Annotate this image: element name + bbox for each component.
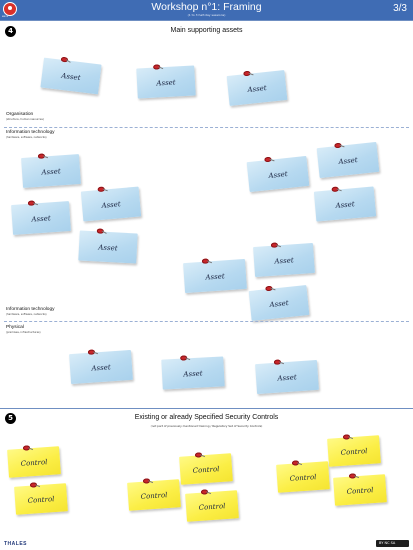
pushpin-icon bbox=[97, 186, 106, 193]
note-label: Asset bbox=[60, 71, 81, 83]
header-bar: EBIOS Workshop n°1: Framing (1 to 3 half… bbox=[0, 0, 413, 20]
control-note[interactable]: Control bbox=[127, 478, 181, 511]
note-label: Control bbox=[340, 447, 368, 458]
page-number: 3/3 bbox=[393, 3, 407, 14]
note-label: Asset bbox=[98, 243, 118, 253]
pushpin-icon bbox=[97, 228, 105, 234]
pushpin-icon bbox=[331, 186, 339, 193]
creative-commons-badge: BY NC SA bbox=[376, 540, 409, 547]
pushpin-icon bbox=[142, 478, 150, 484]
section-title: Existing or already Specified Security C… bbox=[134, 414, 279, 421]
pushpin-icon bbox=[61, 56, 69, 63]
asset-note[interactable]: Asset bbox=[78, 228, 138, 264]
pushpin-icon bbox=[270, 242, 279, 248]
note-label: Control bbox=[198, 502, 226, 513]
asset-note[interactable]: Asset bbox=[255, 359, 319, 395]
group-sublabel: (premises, infrastructures) bbox=[6, 331, 41, 334]
pushpin-icon bbox=[200, 489, 208, 495]
asset-note[interactable]: Asset bbox=[161, 355, 225, 390]
group-divider bbox=[4, 127, 409, 128]
pushpin-icon bbox=[342, 434, 350, 440]
pushpin-icon bbox=[243, 70, 252, 77]
pushpin-icon bbox=[153, 64, 161, 70]
pushpin-icon bbox=[348, 473, 356, 479]
pushpin-icon bbox=[201, 258, 209, 264]
control-note[interactable]: Control bbox=[276, 460, 330, 493]
note-label: Asset bbox=[335, 200, 355, 210]
group-label: Information technology bbox=[6, 307, 55, 312]
asset-note[interactable]: Asset bbox=[248, 285, 310, 321]
note-label: Asset bbox=[41, 167, 61, 177]
pushpin-icon bbox=[38, 153, 46, 159]
group-sublabel: (structure, human resources) bbox=[6, 118, 44, 121]
note-label: Asset bbox=[91, 363, 111, 373]
pushpin-icon bbox=[291, 460, 299, 466]
control-note[interactable]: Control bbox=[179, 452, 233, 485]
asset-note[interactable]: Asset bbox=[11, 200, 71, 235]
thales-logo: THALES bbox=[4, 541, 27, 547]
group-label: Physical bbox=[6, 325, 24, 330]
pushpin-icon bbox=[28, 200, 36, 206]
pushpin-icon bbox=[334, 142, 342, 149]
note-label: Asset bbox=[338, 156, 359, 166]
note-label: Asset bbox=[183, 369, 203, 379]
controls-section: 5 Existing or already Specified Security… bbox=[0, 408, 413, 538]
note-label: Asset bbox=[247, 84, 268, 94]
control-note[interactable]: Control bbox=[7, 445, 61, 478]
asset-note[interactable]: Asset bbox=[69, 349, 133, 385]
section-title: Main supporting assets bbox=[170, 27, 243, 34]
control-note[interactable]: Control bbox=[327, 434, 381, 467]
note-label: Control bbox=[140, 491, 168, 502]
note-label: Control bbox=[346, 486, 374, 497]
section-number-badge: 4 bbox=[5, 26, 16, 37]
control-note[interactable]: Control bbox=[333, 473, 387, 506]
note-label: Asset bbox=[268, 170, 289, 180]
asset-note[interactable]: Asset bbox=[21, 153, 81, 188]
page-subtitle: (1 to 3 half-day sessions) bbox=[187, 13, 226, 17]
note-label: Asset bbox=[274, 256, 294, 266]
pushpin-icon bbox=[179, 355, 187, 361]
pushpin-icon bbox=[194, 452, 202, 458]
note-label: Control bbox=[20, 458, 48, 469]
group-sublabel: (hardware, software, networks) bbox=[6, 313, 47, 316]
pushpin-icon bbox=[273, 359, 281, 365]
asset-note[interactable]: Asset bbox=[316, 141, 380, 179]
assets-section: 4 Main supporting assets Asset Asset Ass… bbox=[0, 20, 413, 408]
control-note[interactable]: Control bbox=[14, 482, 68, 515]
note-label: Control bbox=[27, 495, 55, 506]
asset-note[interactable]: Asset bbox=[313, 186, 377, 222]
pushpin-icon bbox=[29, 482, 37, 488]
pushpin-icon bbox=[87, 349, 95, 355]
asset-note[interactable]: Asset bbox=[80, 186, 142, 222]
note-label: Asset bbox=[156, 78, 176, 88]
pushpin-icon bbox=[264, 156, 272, 163]
group-divider bbox=[4, 321, 409, 322]
section-subtitle: (not part of previously mentioned traini… bbox=[150, 424, 263, 428]
note-label: Control bbox=[289, 473, 317, 484]
group-label: Information technology bbox=[6, 130, 55, 135]
asset-note[interactable]: Asset bbox=[40, 56, 102, 95]
note-label: Asset bbox=[269, 299, 290, 309]
asset-note[interactable]: Asset bbox=[226, 70, 288, 106]
page-title: Workshop n°1: Framing bbox=[151, 1, 262, 13]
asset-note[interactable]: Asset bbox=[136, 64, 196, 99]
ebios-logo-icon bbox=[3, 2, 17, 16]
asset-note[interactable]: Asset bbox=[183, 258, 247, 294]
asset-note[interactable]: Asset bbox=[246, 155, 310, 193]
pushpin-icon bbox=[22, 445, 30, 451]
control-note[interactable]: Control bbox=[185, 489, 239, 522]
note-label: Asset bbox=[277, 373, 297, 383]
asset-note[interactable]: Asset bbox=[253, 242, 315, 278]
group-sublabel: (hardware, software, networks) bbox=[6, 136, 47, 139]
note-label: Asset bbox=[205, 272, 225, 282]
group-label: Organisation bbox=[6, 112, 34, 117]
logo-caption: EBIOS bbox=[2, 16, 9, 18]
pushpin-icon bbox=[265, 285, 274, 292]
note-label: Control bbox=[192, 465, 220, 476]
license-text: BY NC SA bbox=[379, 541, 396, 545]
note-label: Asset bbox=[31, 214, 51, 224]
section-number-badge: 5 bbox=[5, 413, 16, 424]
note-label: Asset bbox=[101, 200, 121, 210]
